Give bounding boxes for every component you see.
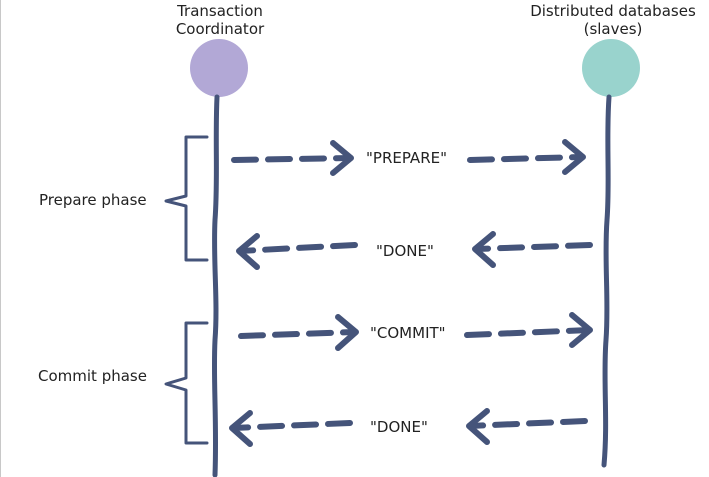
commit-message-arrow bbox=[238, 312, 593, 351]
done-message-label-2: "DONE" bbox=[370, 418, 428, 436]
databases-label-line2: (slaves) bbox=[583, 20, 643, 38]
databases-lifeline bbox=[601, 94, 612, 468]
coordinator-circle bbox=[190, 39, 248, 97]
coordinator-label-line1: Transaction bbox=[177, 2, 263, 20]
coordinator-lifeline bbox=[211, 94, 220, 477]
databases-label: Distributed databases (slaves) bbox=[523, 2, 703, 38]
databases-label-line1: Distributed databases bbox=[530, 2, 696, 20]
prepare-phase-brace bbox=[164, 135, 209, 262]
coordinator-label-line2: Coordinator bbox=[175, 20, 265, 38]
commit-message-label: "COMMIT" bbox=[370, 324, 446, 342]
prepare-phase-label: Prepare phase bbox=[39, 191, 147, 209]
commit-phase-brace bbox=[164, 321, 209, 445]
done-message-label-1: "DONE" bbox=[376, 242, 434, 260]
commit-phase-label: Commit phase bbox=[38, 367, 147, 385]
left-border-line bbox=[0, 0, 1, 477]
done-message-arrow-2 bbox=[229, 408, 588, 447]
coordinator-label: Transaction Coordinator bbox=[130, 2, 310, 38]
databases-circle bbox=[582, 39, 640, 97]
prepare-message-label: "PREPARE" bbox=[366, 149, 447, 167]
prepare-message-arrow bbox=[231, 139, 586, 176]
done-message-arrow-1 bbox=[236, 231, 593, 270]
